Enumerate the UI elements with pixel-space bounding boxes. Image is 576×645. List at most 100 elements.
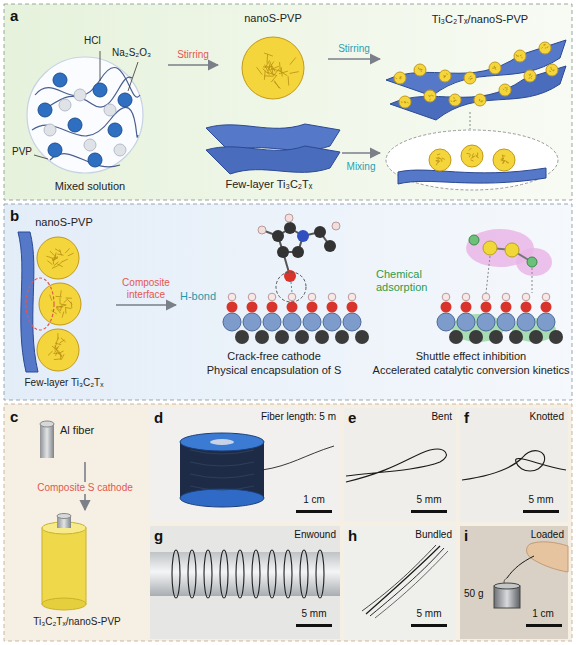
cathode-fiber: Ti₃C₂Tₓ/nanoS-PVP — [14, 510, 140, 638]
flow-arrow — [328, 58, 380, 60]
illustration — [482, 100, 483, 101]
text-slot: Chemical adsorption — [376, 268, 440, 294]
illustration — [276, 272, 306, 302]
illustration — [52, 346, 57, 350]
illustration — [438, 157, 441, 159]
illustration — [386, 130, 558, 190]
illustration — [453, 97, 455, 99]
text-slot: Few-layer Ti₃C₂Tₓ — [196, 178, 342, 191]
text-label: Chemical adsorption — [376, 268, 440, 294]
panel-letter: f — [464, 409, 484, 427]
illustration — [400, 76, 402, 77]
illustration — [328, 293, 336, 301]
illustration — [502, 155, 503, 158]
illustration — [550, 67, 552, 68]
illustration — [514, 50, 526, 62]
illustration — [492, 68, 494, 69]
text-slot: Ti₃C₂Tₓ/nanoS-PVP — [400, 13, 560, 26]
hbond-model: H-bondCrack-free cathodePhysical encapsu… — [176, 214, 372, 396]
illustration — [263, 313, 281, 331]
illustration — [54, 262, 59, 266]
illustration — [4, 4, 572, 200]
illustration — [436, 158, 439, 160]
illustration — [52, 258, 58, 260]
illustration — [290, 57, 296, 64]
illustration — [539, 42, 551, 54]
panel-box: aHClNa₂S₂O₃PVPMixed solutionnanoS-PVPFew… — [4, 4, 572, 200]
illustration — [150, 408, 340, 522]
illustration — [460, 526, 568, 639]
text-label: Fiber length: 5 m — [236, 411, 336, 423]
illustration — [335, 330, 349, 344]
illustration — [180, 489, 264, 507]
text-label: Bent — [400, 411, 452, 423]
illustration — [292, 246, 304, 258]
illustration — [494, 67, 495, 68]
illustration — [530, 78, 531, 79]
illustration — [521, 57, 523, 59]
illustration — [529, 77, 531, 79]
illustration — [462, 451, 566, 480]
illustration — [172, 550, 180, 598]
edge-label: Stirring — [175, 49, 211, 61]
illustration — [223, 313, 241, 331]
flow-arrow — [342, 152, 380, 154]
illustration — [56, 306, 62, 307]
text-slot: 5 mm — [292, 608, 336, 620]
illustration — [477, 153, 478, 156]
text-slot: Loaded — [506, 529, 564, 541]
text-slot: Shuttle effect inhibition — [372, 350, 570, 363]
illustration — [344, 408, 456, 522]
illustration — [18, 232, 38, 372]
illustration — [467, 153, 470, 154]
illustration — [27, 57, 143, 173]
illustration — [68, 118, 82, 132]
illustration — [464, 72, 476, 84]
text-label: 1 cm — [292, 494, 336, 506]
illustration — [315, 330, 329, 344]
panel-letter: d — [154, 409, 174, 427]
text-slot: 5 mm — [406, 608, 452, 620]
illustration — [470, 112, 471, 129]
illustration — [264, 53, 273, 56]
illustration — [52, 266, 58, 269]
text-slot: a — [10, 7, 30, 25]
illustration — [267, 54, 269, 63]
text-label: Bundled — [396, 529, 452, 541]
illustration — [430, 95, 431, 96]
text-label: Shuttle effect inhibition — [372, 350, 570, 363]
photo-panel: fKnotted5 mm — [460, 408, 568, 522]
illustration — [279, 71, 288, 74]
illustration — [531, 75, 533, 77]
panel-letter: h — [348, 527, 368, 545]
text-slot: 5 mm — [518, 494, 564, 506]
illustration — [220, 550, 228, 598]
photo-panel: gEnwound5 mm — [150, 526, 340, 639]
illustration — [206, 146, 340, 174]
interface-sketch: nanoS-PVPFew-layer Ti₃C₂Tₓ — [12, 214, 116, 396]
text-slot: Crack-free cathode — [176, 350, 372, 363]
illustration — [479, 99, 480, 101]
illustration — [494, 583, 520, 589]
illustration — [545, 47, 547, 48]
text-label: nanoS-PVP — [223, 12, 323, 25]
illustration — [26, 214, 552, 330]
illustration — [227, 302, 238, 313]
illustration — [493, 149, 515, 171]
illustration — [242, 37, 304, 99]
illustration — [517, 313, 535, 331]
illustration — [48, 351, 53, 355]
illustration — [314, 226, 326, 238]
illustration — [50, 154, 120, 167]
text-slot: Ti₃C₂Tₓ/nanoS-PVP — [14, 616, 140, 628]
photo-panel: d Fiber length: 5 m 1 cm — [150, 408, 340, 522]
text-label: Few-layer Ti₃C₂Tₓ — [196, 178, 342, 191]
illustration — [411, 510, 447, 513]
illustration — [506, 161, 509, 163]
illustration — [288, 76, 290, 85]
illustration — [366, 546, 440, 614]
text-label: 1 cm — [521, 608, 565, 620]
illustration — [323, 313, 341, 331]
